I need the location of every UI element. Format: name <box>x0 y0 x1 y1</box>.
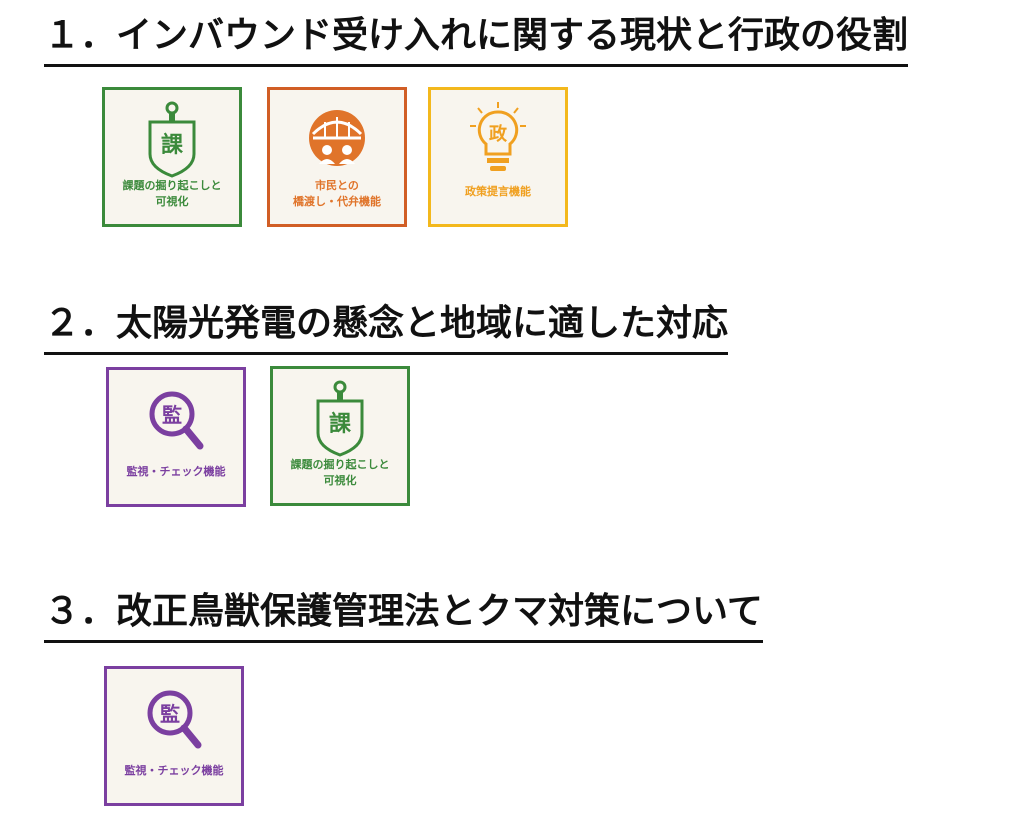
card-label: 課題の掘り起こしと 可視化 <box>122 179 222 208</box>
shovel-glyph: 課 <box>161 132 184 158</box>
card-label: 監視・チェック機能 <box>126 465 226 478</box>
card-label: 市民との 橋渡し・代弁機能 <box>293 179 381 208</box>
card-monitoring: 監 監視・チェック機能 <box>104 666 244 806</box>
magnifier-glyph: 監 <box>160 702 180 726</box>
card-label: 政策提言機能 <box>465 185 531 198</box>
magnifier-icon: 監 <box>149 391 204 450</box>
magnifier-icon: 監 <box>147 690 202 749</box>
card-label: 監視・チェック機能 <box>124 764 224 777</box>
lightbulb-icon: 政 <box>470 102 526 171</box>
card-citizen-bridge: 市民との 橋渡し・代弁機能 <box>267 87 407 227</box>
section-title-1: １．インバウンド受け入れに関する現状と行政の役割 <box>44 14 909 67</box>
shovel-glyph: 課 <box>329 411 352 437</box>
lightbulb-glyph: 政 <box>489 123 508 145</box>
shovel-icon: 課 <box>316 380 364 457</box>
bridge-icon <box>309 110 365 166</box>
card-label: 課題の掘り起こしと 可視化 <box>290 458 390 487</box>
card-policy-proposal: 政 政策提言機能 <box>428 87 568 227</box>
section-title-3: ３．改正鳥獣保護管理法とクマ対策について <box>44 590 763 643</box>
section-title-2: ２．太陽光発電の懸念と地域に適した対応 <box>44 302 729 355</box>
card-monitoring: 監 監視・チェック機能 <box>106 367 246 507</box>
card-issue-discovery: 課 課題の掘り起こしと 可視化 <box>270 366 410 506</box>
magnifier-glyph: 監 <box>162 403 182 427</box>
shovel-icon: 課 <box>148 101 196 178</box>
card-issue-discovery: 課 課題の掘り起こしと 可視化 <box>102 87 242 227</box>
